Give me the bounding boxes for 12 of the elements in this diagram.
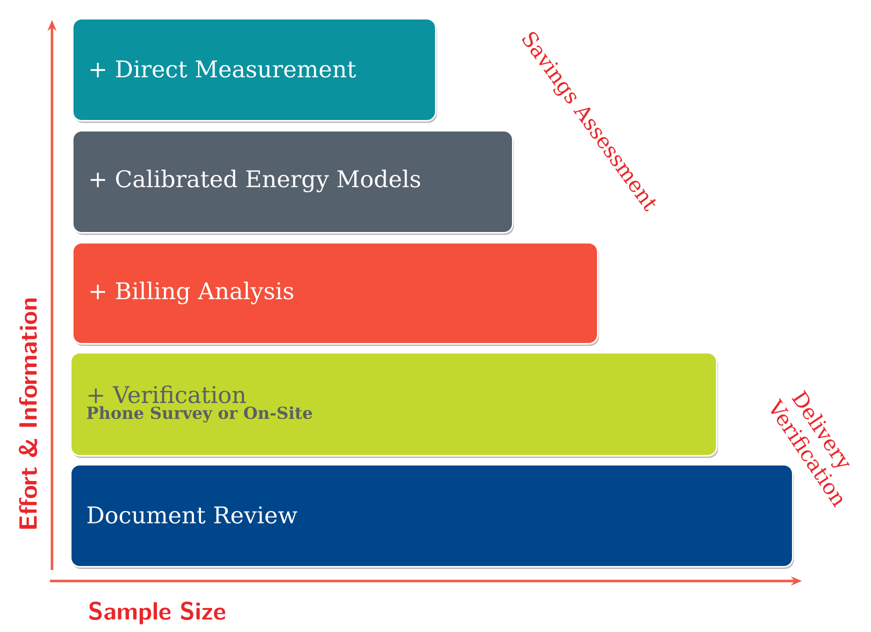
axis-title: Effort & Information <box>18 298 38 529</box>
node-label: + Verification <box>88 385 246 404</box>
bar <box>72 130 514 234</box>
bar <box>70 352 718 456</box>
axis-title: Sample Size <box>89 602 226 624</box>
node-label: Phone Survey or On-Site <box>86 406 312 422</box>
node-label: + Direct Measurement <box>90 60 356 78</box>
node-label: + Calibrated Energy Models <box>90 170 420 192</box>
node-label: + Billing Analysis <box>90 282 294 304</box>
node-label: Document Review <box>87 506 298 524</box>
bar <box>72 18 436 122</box>
bar <box>72 242 598 344</box>
